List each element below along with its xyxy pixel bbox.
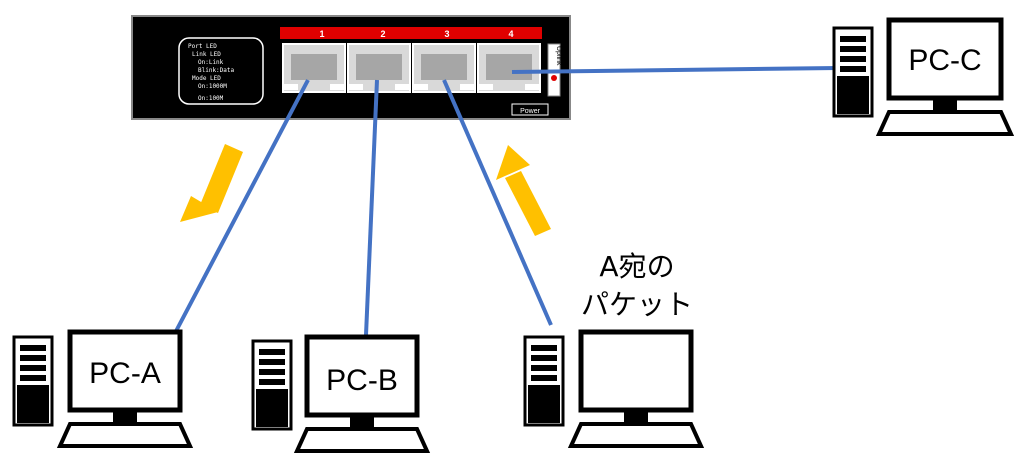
network-switch: Port LED Link LED On:Link Blink:Data Mod…	[131, 15, 571, 120]
pc-b-monitor	[304, 334, 420, 418]
cable-pc-a	[172, 79, 310, 336]
led-line-1: Port LED	[188, 43, 217, 50]
power-led	[551, 75, 557, 81]
pc-c-monitor	[886, 17, 1004, 101]
pc-b-label: PC-B	[326, 364, 398, 397]
pc-d-monitor	[578, 329, 694, 413]
led-line-3: On:Link	[198, 59, 224, 66]
port-number-4: 4	[508, 29, 513, 39]
power-button	[511, 103, 549, 116]
pc-c: PC-C	[832, 17, 1015, 136]
pc-d	[523, 329, 705, 448]
pc-c-label: PC-C	[908, 44, 981, 77]
arrows	[180, 144, 551, 236]
arrow-up	[496, 145, 551, 236]
led-line-2: Link LED	[192, 51, 221, 58]
pc-a: PC-A	[12, 329, 194, 448]
switch-port-4	[477, 43, 541, 93]
switch-port-2	[347, 43, 411, 93]
port-number-1: 1	[319, 29, 324, 39]
port-number-3: 3	[444, 29, 449, 39]
led-panel: Port LED Link LED On:Link Blink:Data Mod…	[178, 37, 264, 105]
port-number-2: 2	[380, 29, 385, 39]
side-label: Uplink	[555, 46, 562, 66]
arrow-down-left	[180, 144, 243, 222]
led-line-7: On:100M	[198, 95, 224, 102]
pc-a-monitor	[67, 329, 183, 413]
cable-pc-b	[364, 79, 379, 336]
switch-port-3	[412, 43, 476, 93]
cable-pc-d	[442, 79, 553, 326]
pc-b: PC-B	[251, 334, 431, 453]
port-strip	[280, 27, 542, 39]
cable-pc-c	[511, 66, 839, 74]
led-line-6: On:1000M	[198, 83, 227, 90]
annotation-line-2: パケット	[581, 288, 693, 321]
pc-a-label: PC-A	[89, 357, 161, 390]
led-line-4: Blink:Data	[198, 67, 235, 74]
led-line-5: Mode LED	[192, 75, 221, 82]
switch-port-1	[282, 43, 346, 93]
packet-annotation: A宛の パケット	[581, 250, 693, 321]
cables	[172, 66, 839, 336]
power-label: Power	[520, 108, 541, 115]
annotation-line-1: A宛の	[599, 250, 674, 283]
